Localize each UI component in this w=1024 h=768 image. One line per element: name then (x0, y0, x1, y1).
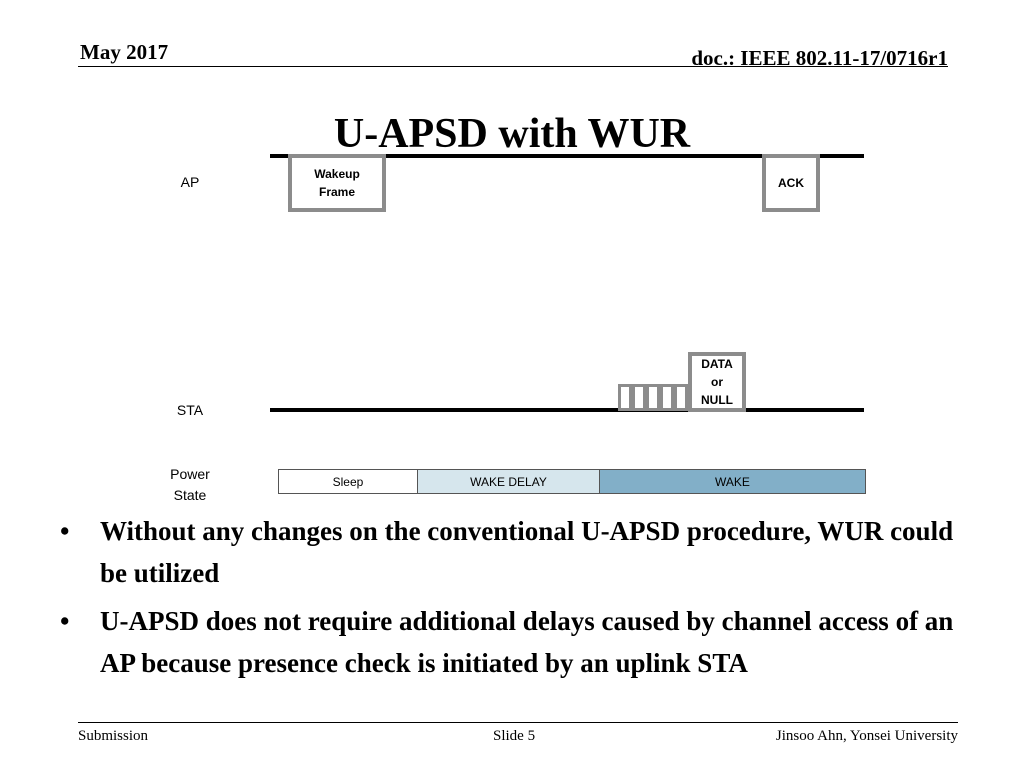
bullet-text: U-APSD does not require additional delay… (100, 606, 954, 678)
bullet-text: Without any changes on the conventional … (100, 516, 954, 588)
ap-timeline (270, 154, 864, 158)
power-state-wake: WAKE (599, 469, 866, 494)
footer-submission: Submission (78, 728, 149, 744)
sta-timeline (270, 408, 864, 412)
footer-divider (78, 722, 958, 723)
contention-slot (660, 384, 674, 411)
footer-slide-number: Slide 5 (493, 728, 536, 744)
ack-frame-box: ACK (762, 154, 820, 212)
ap-label: AP (180, 174, 200, 190)
footer-author: Jinsoo Ahn, Yonsei University (775, 728, 958, 744)
slide-title: U-APSD with WUR (333, 111, 691, 157)
data-or-null-frame-box: DATA or NULL (688, 352, 746, 412)
contention-slot (618, 384, 632, 411)
power-state-label: Power State (170, 466, 210, 503)
contention-slot (632, 384, 646, 411)
header-divider (78, 66, 948, 67)
power-state-wake-delay: WAKE DELAY (417, 469, 600, 494)
bullet-dot: • (60, 516, 70, 546)
bullet-item: • U-APSD does not require additional del… (60, 600, 980, 684)
sta-label: STA (176, 402, 204, 418)
contention-slot (674, 384, 688, 411)
header-date: May 2017 (80, 40, 169, 64)
power-state-sleep: Sleep (278, 469, 418, 494)
bullet-dot: • (60, 606, 70, 636)
bullet-list: • Without any changes on the conventiona… (60, 510, 980, 690)
wakeup-frame-box: Wakeup Frame (288, 154, 386, 212)
header-doc-id: doc.: IEEE 802.11-17/0716r1 (691, 46, 948, 70)
contention-slot (646, 384, 660, 411)
bullet-item: • Without any changes on the conventiona… (60, 510, 980, 594)
